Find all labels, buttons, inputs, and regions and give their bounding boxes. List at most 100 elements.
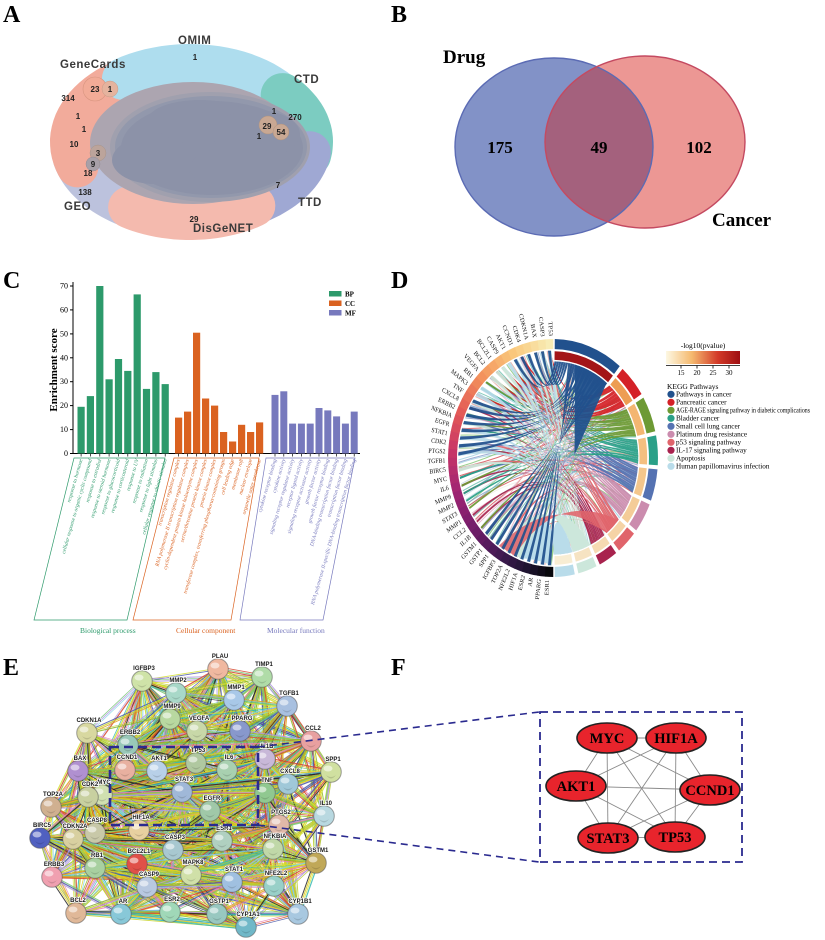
svg-text:IL1B: IL1B (260, 744, 274, 750)
svg-text:KEGG Pathways: KEGG Pathways (667, 382, 719, 391)
svg-text:OMIM: OMIM (178, 35, 211, 47)
svg-text:1: 1 (257, 132, 262, 141)
svg-text:BAX: BAX (74, 756, 87, 762)
svg-text:1: 1 (193, 53, 198, 62)
svg-text:PPARG: PPARG (534, 578, 543, 600)
svg-text:Platinum drug resistance: Platinum drug resistance (676, 431, 747, 439)
svg-text:MYC: MYC (433, 475, 447, 485)
svg-text:AR: AR (527, 576, 535, 587)
svg-text:AKT1: AKT1 (557, 779, 596, 795)
svg-text:STAT3: STAT3 (175, 777, 194, 783)
svg-text:GSTM1: GSTM1 (308, 848, 329, 854)
svg-text:138: 138 (78, 188, 92, 197)
svg-text:0: 0 (64, 449, 68, 458)
svg-text:CDKN1A: CDKN1A (76, 718, 102, 724)
svg-text:CCL2: CCL2 (305, 726, 321, 732)
svg-text:3: 3 (96, 149, 101, 158)
svg-text:D: D (391, 268, 408, 294)
svg-text:BAX: BAX (529, 323, 538, 339)
svg-text:AR: AR (119, 899, 128, 905)
svg-text:CDKN2A: CDKN2A (62, 824, 88, 830)
svg-text:Small cell lung cancer: Small cell lung cancer (676, 423, 741, 431)
svg-text:40: 40 (60, 353, 68, 362)
svg-text:RB1: RB1 (91, 853, 104, 859)
svg-text:A: A (3, 2, 21, 28)
svg-text:TP53: TP53 (547, 322, 554, 337)
svg-text:Bladder cancer: Bladder cancer (676, 415, 720, 423)
svg-text:MYC: MYC (590, 731, 625, 747)
svg-text:10: 10 (70, 140, 79, 149)
svg-text:ESR1: ESR1 (544, 580, 551, 596)
svg-text:Enrichment score: Enrichment score (48, 328, 60, 411)
svg-text:20: 20 (694, 369, 702, 377)
svg-text:54: 54 (277, 128, 286, 137)
svg-text:CCND1: CCND1 (117, 755, 138, 761)
svg-text:23: 23 (91, 85, 100, 94)
svg-text:102: 102 (686, 138, 712, 157)
svg-text:TP53: TP53 (658, 830, 691, 846)
svg-text:314: 314 (61, 94, 75, 103)
svg-text:DisGeNET: DisGeNET (193, 223, 253, 235)
svg-text:ERBB2: ERBB2 (120, 730, 141, 736)
svg-text:TTD: TTD (298, 197, 322, 209)
svg-text:CCND1: CCND1 (685, 783, 734, 799)
svg-text:CXCL8: CXCL8 (280, 769, 300, 775)
svg-text:GSTP1: GSTP1 (209, 899, 229, 905)
svg-text:Pancreatic cancer: Pancreatic cancer (676, 399, 727, 407)
svg-text:MMP1: MMP1 (227, 685, 245, 691)
svg-text:MMP9: MMP9 (163, 704, 181, 710)
svg-text:175: 175 (487, 138, 513, 157)
svg-text:PTGS2: PTGS2 (271, 810, 291, 816)
svg-text:50: 50 (60, 329, 68, 338)
svg-text:30: 30 (60, 377, 68, 386)
svg-text:PTGS2: PTGS2 (428, 447, 445, 455)
svg-text:TGFB1: TGFB1 (279, 691, 299, 697)
svg-text:1: 1 (76, 112, 81, 121)
svg-text:AGE-RAGE signaling pathway in: AGE-RAGE signaling pathway in diabetic c… (676, 407, 810, 415)
svg-text:GEO: GEO (64, 201, 91, 213)
svg-text:MAPK8: MAPK8 (182, 860, 204, 866)
svg-text:CDK2: CDK2 (431, 437, 447, 446)
svg-text:B: B (391, 2, 407, 28)
svg-text:Pathways in cancer: Pathways in cancer (676, 391, 732, 399)
svg-text:CYP1B1: CYP1B1 (288, 899, 312, 905)
svg-text:CDK4: CDK4 (511, 325, 522, 345)
svg-text:60: 60 (60, 305, 68, 314)
svg-text:30: 30 (726, 369, 734, 377)
svg-text:CYP1A1: CYP1A1 (236, 912, 260, 918)
svg-text:CASP8: CASP8 (87, 818, 108, 824)
svg-text:TNF: TNF (261, 778, 273, 784)
svg-text:IL6: IL6 (440, 485, 450, 495)
svg-text:NFE2L2: NFE2L2 (265, 871, 288, 877)
svg-text:BCL2: BCL2 (70, 898, 86, 904)
svg-text:AKT1: AKT1 (151, 756, 167, 762)
svg-text:25: 25 (710, 369, 718, 377)
svg-text:Molecular function: Molecular function (267, 626, 325, 635)
svg-text:TP53: TP53 (191, 748, 206, 754)
svg-text:TOP2A: TOP2A (43, 792, 64, 798)
svg-text:STAT3: STAT3 (587, 831, 630, 847)
svg-text:Cellular component: Cellular component (176, 626, 236, 635)
svg-text:1: 1 (82, 125, 87, 134)
svg-text:20: 20 (60, 401, 68, 410)
svg-text:18: 18 (84, 169, 93, 178)
svg-text:BIRC5: BIRC5 (429, 466, 446, 475)
svg-text:Biological process: Biological process (80, 626, 136, 635)
svg-text:EGFR: EGFR (204, 796, 221, 802)
svg-text:SPP1: SPP1 (325, 757, 341, 763)
svg-text:ESR2: ESR2 (164, 897, 180, 903)
svg-text:70: 70 (60, 282, 68, 291)
svg-text:CASP9: CASP9 (139, 872, 160, 878)
svg-text:IGFBP3: IGFBP3 (133, 666, 155, 672)
svg-text:IL-17 signaling pathway: IL-17 signaling pathway (676, 447, 747, 455)
svg-text:1: 1 (108, 85, 113, 94)
svg-text:270: 270 (288, 113, 302, 122)
svg-text:Cancer: Cancer (712, 210, 772, 231)
svg-text:CASP3: CASP3 (537, 317, 545, 338)
svg-text:TIMP1: TIMP1 (255, 662, 273, 668)
svg-text:9: 9 (91, 160, 96, 169)
svg-text:ERBB3: ERBB3 (44, 862, 65, 868)
svg-text:MF: MF (345, 310, 356, 318)
svg-text:p53 signaling pathway: p53 signaling pathway (676, 439, 741, 447)
svg-text:CC: CC (345, 300, 355, 308)
